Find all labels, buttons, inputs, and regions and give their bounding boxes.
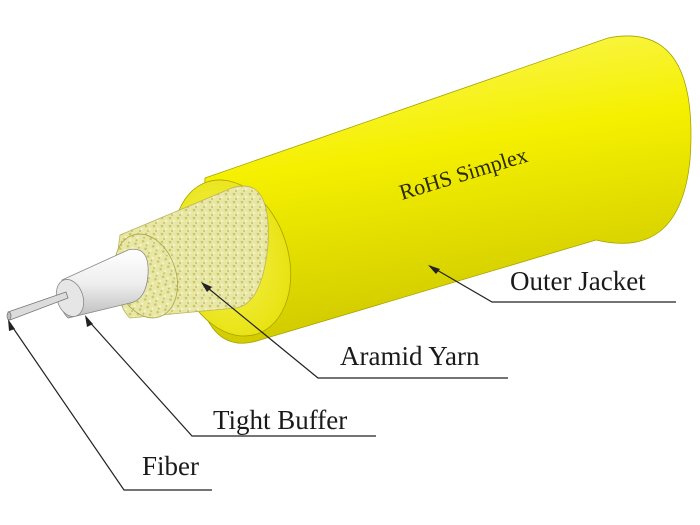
leader-aramid-yarn	[202, 283, 508, 379]
leader-tight-buffer	[85, 317, 376, 437]
label-fiber: Fiber	[142, 451, 199, 481]
leader-fiber	[8, 321, 212, 491]
arrow-outer-jacket	[428, 265, 440, 274]
label-tight-buffer: Tight Buffer	[213, 405, 347, 435]
leader-lines	[8, 265, 676, 491]
fiber-core	[6, 291, 69, 321]
label-aramid-yarn: Aramid Yarn	[340, 341, 480, 371]
arrow-fiber	[8, 319, 15, 331]
leader-outer-jacket	[429, 265, 676, 303]
label-outer-jacket: Outer Jacket	[510, 266, 646, 296]
arrow-aramid-yarn	[201, 282, 212, 292]
tight-buffer	[55, 248, 149, 319]
arrow-tight-buffer	[85, 315, 93, 327]
